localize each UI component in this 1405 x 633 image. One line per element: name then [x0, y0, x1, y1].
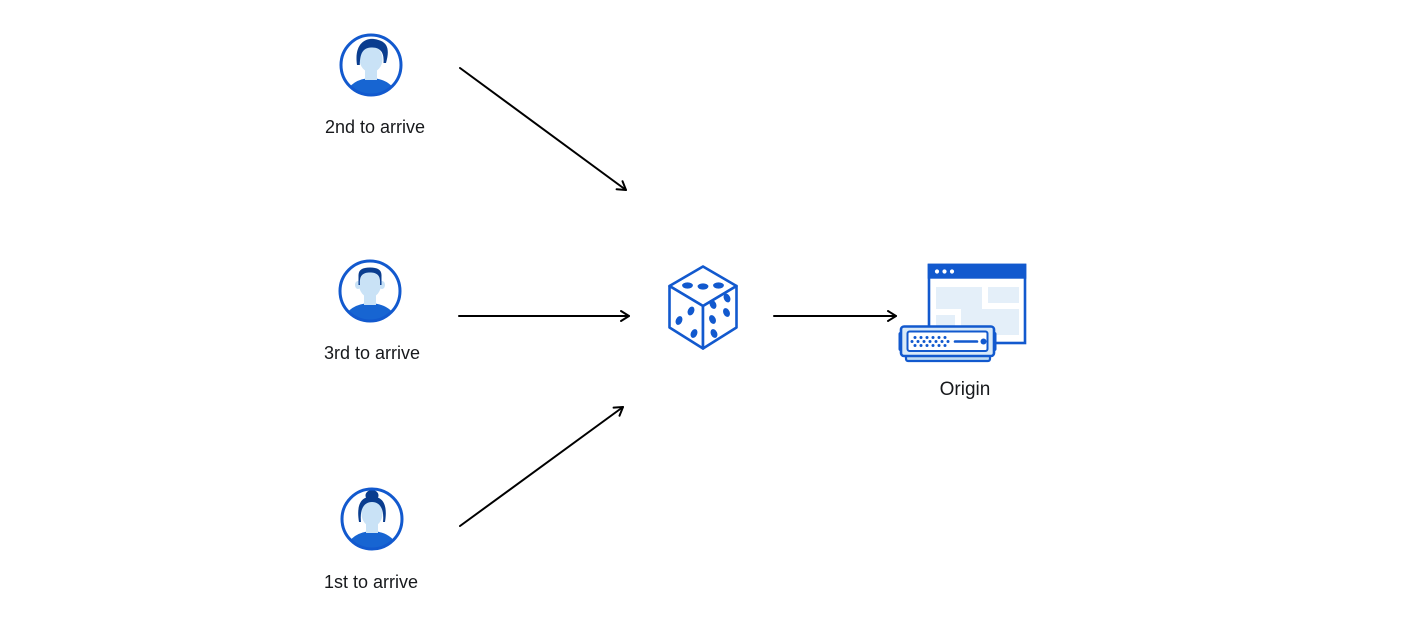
user-third-label: 3rd to arrive [323, 343, 421, 363]
user-first-label: 1st to arrive [323, 572, 419, 592]
user-second-label: 2nd to arrive [324, 117, 426, 137]
user-male-avatar-icon [338, 259, 402, 323]
user-male-avatar-icon [339, 33, 403, 97]
origin-label: Origin [939, 379, 991, 400]
browser-window-icon [927, 263, 1027, 345]
origin-server-icon [898, 263, 1027, 363]
arrow-second-to-dice [459, 67, 627, 191]
arrow-first-to-dice [459, 406, 624, 527]
server-icon [898, 325, 997, 363]
dice-icon [668, 265, 738, 350]
user-female-avatar-icon [340, 487, 404, 551]
